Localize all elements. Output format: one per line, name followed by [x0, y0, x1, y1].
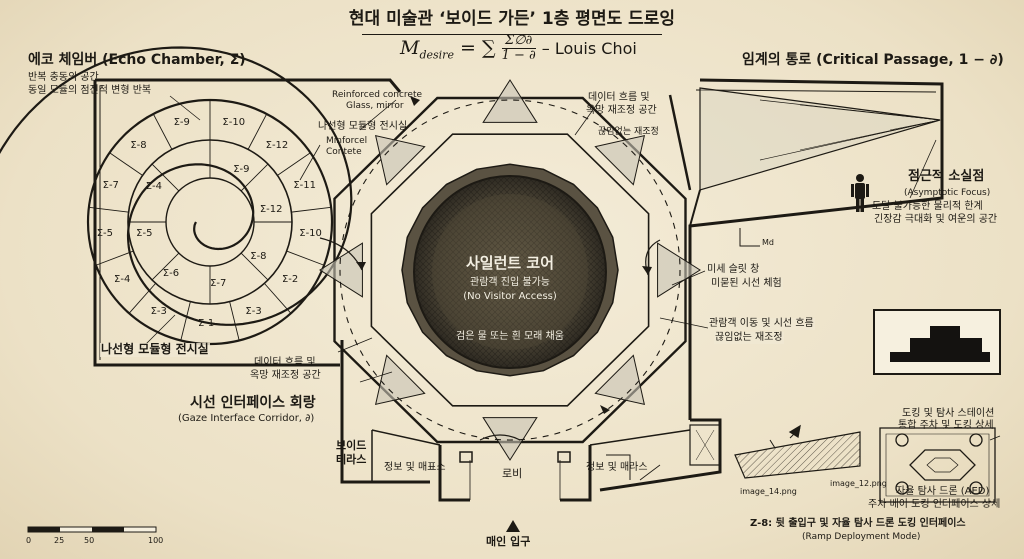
gaze-title: 시선 인터페이스 회랑 — [190, 395, 316, 411]
spiral-cell-inner-6: Σ-4 — [145, 180, 163, 192]
leader-lines — [139, 95, 1001, 441]
z8-title: Z-8: 뒷 출입구 및 자율 탐사 드론 도킹 인터페이스 — [750, 518, 966, 529]
scale-tick-50: 50 — [84, 536, 95, 545]
docking-station — [734, 424, 996, 503]
desire-formula: Mdesire = ∑ Σ∅∂ 1 − ∂ – Louis Choi — [400, 33, 637, 64]
main-entrance-label: 매인 입구 — [486, 535, 531, 548]
image12-label: image_12.png — [830, 479, 887, 488]
critical-passage-title: 임계의 통로 (Critical Passage, 1 − ∂) — [742, 52, 1004, 68]
gaze-corridor-ring — [319, 79, 701, 461]
elevation-thumb — [873, 309, 1001, 375]
focus-title: 점근적 소실점 — [908, 169, 985, 184]
title-underline — [362, 34, 662, 35]
note-reinforced: Reinforced concrete — [332, 90, 423, 100]
spiral-label-bottom: 나선형 모듈형 전시실 — [100, 342, 210, 357]
note-slit2: 미묻된 시선 체험 — [710, 278, 783, 290]
spiral-cell-outer-11: Σ-8 — [130, 139, 147, 151]
spiral-label-top: 나선형 모듈형 전시실 — [318, 121, 408, 132]
flow-arrowheads — [356, 96, 652, 414]
info-right-label: 정보 및 매라스 — [586, 462, 648, 473]
focus-desc2: 긴장감 극대화 및 여운의 공간 — [874, 214, 998, 225]
scale-tick-0: 0 — [26, 536, 32, 545]
focus-desc1: 도달 불가능한 물리적 한계 — [872, 201, 983, 212]
spiral-cell-outer-8: Σ-4 — [114, 273, 131, 285]
spiral-cell-inner-2: Σ-8 — [250, 251, 267, 263]
aed-line1: 자율 탐사 드론 (AED) — [896, 486, 990, 497]
z8-sub: (Ramp Deployment Mode) — [802, 532, 921, 542]
spiral-cell-inner-0: Σ-9 — [233, 163, 250, 175]
info-shop-label: 정보 및 매표소 — [384, 462, 446, 473]
scale-bar — [27, 526, 157, 533]
core-sub1: 관람객 진입 불가능 — [470, 277, 550, 288]
scale-tick-25: 25 — [54, 536, 65, 545]
human-figure-icon — [851, 174, 869, 212]
terrace-label2: 테라스 — [336, 453, 367, 466]
note-dataflow-top1: 데이터 흐름 및 — [588, 92, 650, 103]
echo-line1: 반복 충동의 공간 — [28, 72, 99, 83]
spiral-cell-outer-9: Σ-5 — [96, 228, 114, 240]
formula-denominator: 1 − ∂ — [501, 48, 536, 64]
page-title: 현대 미술관 ‘보이드 가든’ 1층 평면도 드로잉 — [348, 9, 676, 29]
focus-sub: (Asymptotic Focus) — [904, 188, 991, 198]
outer-walls — [93, 78, 944, 502]
spiral-cell-outer-7: Σ-3 — [150, 306, 167, 318]
gaze-sub: (Gaze Interface Corridor, ∂) — [178, 413, 315, 424]
scale-tick-100: 100 — [148, 536, 164, 545]
axis-glyph — [739, 228, 760, 247]
axis-label: Md — [762, 238, 774, 247]
formula-lhs: M — [400, 36, 420, 59]
spiral-cell-inner-1: Σ-12 — [259, 203, 283, 215]
note-glass: Glass, mirror — [346, 101, 404, 111]
spiral-cell-outer-3: Σ-10 — [299, 228, 322, 240]
spiral-cell-outer-1: Σ-12 — [265, 139, 289, 151]
spiral-chamber — [0, 46, 353, 346]
critical-passage-funnel — [668, 87, 941, 227]
formula-numerator: Σ∅∂ — [501, 33, 536, 50]
formula-lhs-sub: desire — [419, 48, 454, 62]
entrance-arrow — [506, 520, 520, 532]
spiral-cell-outer-12: Σ-9 — [173, 116, 190, 128]
echo-line2: 동일 모듈의 점진적 변형 반복 — [28, 85, 152, 96]
note-move1: 관람객 이동 및 시선 흐름 — [708, 318, 815, 330]
aed-line2: 주차 베이 도킹 인터페이스 상세 — [868, 499, 1001, 510]
echo-chamber-title: 에코 체임버 (Echo Chamber, Σ) — [28, 52, 246, 68]
docking-title2: 통합 주차 및 도킹 상세 — [898, 420, 994, 431]
spiral-cell-outer-0: Σ-10 — [222, 116, 246, 128]
lobby-label: 로비 — [502, 467, 523, 480]
spiral-cell-inner-3: Σ-7 — [210, 277, 227, 289]
core-sub2: (No Visitor Access) — [463, 291, 557, 302]
image14-label: image_14.png — [740, 487, 797, 496]
spiral-cell-outer-2: Σ-11 — [293, 179, 317, 191]
spiral-cell-outer-6: Σ-1 — [198, 318, 215, 329]
note-dataflow-left1: 데이터 흐름 및 — [254, 357, 316, 368]
note-minforcel2: Contete — [326, 147, 362, 157]
spiral-cell-outer-10: Σ-7 — [102, 179, 119, 191]
spiral-cell-inner-4: Σ-6 — [162, 268, 180, 280]
note-dataflow-top2: 옥망 재조정 공간 — [586, 105, 657, 116]
spiral-cell-inner-5: Σ-5 — [136, 228, 153, 240]
note-slit1: 미세 슬릿 창 — [706, 264, 761, 276]
note-move2: 끊임없는 재조정 — [714, 332, 784, 344]
formula-eq: = ∑ — [460, 36, 496, 59]
core-fill: 검은 물 또는 흰 모래 채움 — [456, 331, 564, 342]
lobby-walls — [371, 424, 721, 500]
spiral-cell-outer-5: Σ-3 — [245, 306, 262, 318]
note-endless: 끊임없는 재조정 — [598, 127, 659, 137]
note-minforcel1: Minforcel — [326, 136, 368, 146]
formula-author: – Louis Choi — [541, 38, 637, 58]
docking-title1: 도킹 및 탐사 스테이션 — [902, 408, 995, 419]
core-title: 사일런트 코어 — [465, 254, 555, 272]
silent-core — [401, 163, 619, 377]
note-dataflow-left2: 옥망 재조정 공간 — [250, 370, 321, 381]
spiral-cell-outer-4: Σ-2 — [281, 273, 299, 285]
terrace-label1: 보이드 — [336, 439, 367, 452]
